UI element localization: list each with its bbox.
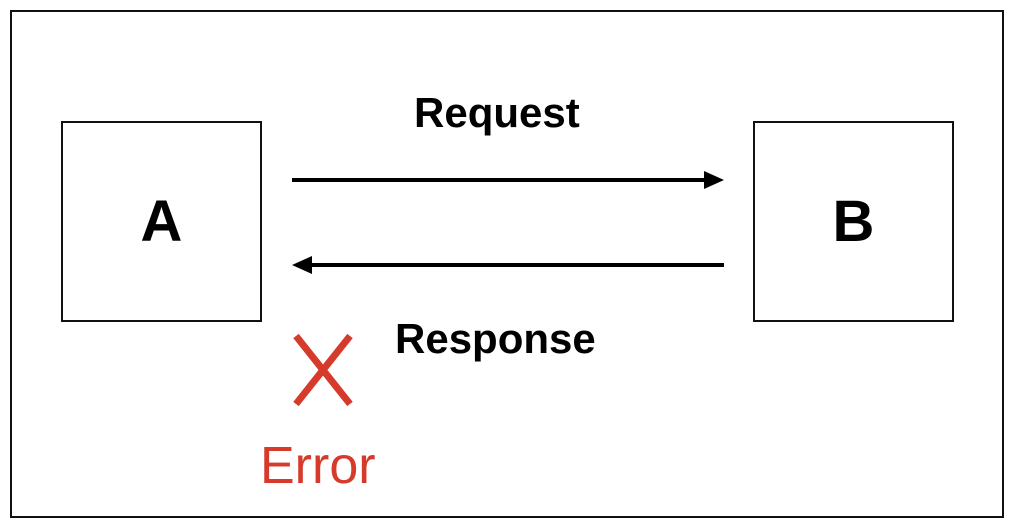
diagram-frame: [10, 10, 1004, 518]
node-a-label: A: [140, 189, 183, 254]
node-b: B: [753, 121, 954, 322]
response-arrowhead-icon: [292, 256, 312, 274]
response-arrow: [292, 256, 724, 274]
error-label: Error: [260, 437, 376, 495]
node-a: A: [61, 121, 262, 322]
request-arrowhead-icon: [704, 171, 724, 189]
request-label: Request: [414, 89, 580, 136]
request-arrow: [292, 171, 724, 189]
node-b-label: B: [832, 189, 875, 254]
error-x-icon: [293, 333, 353, 407]
response-label: Response: [395, 315, 596, 362]
